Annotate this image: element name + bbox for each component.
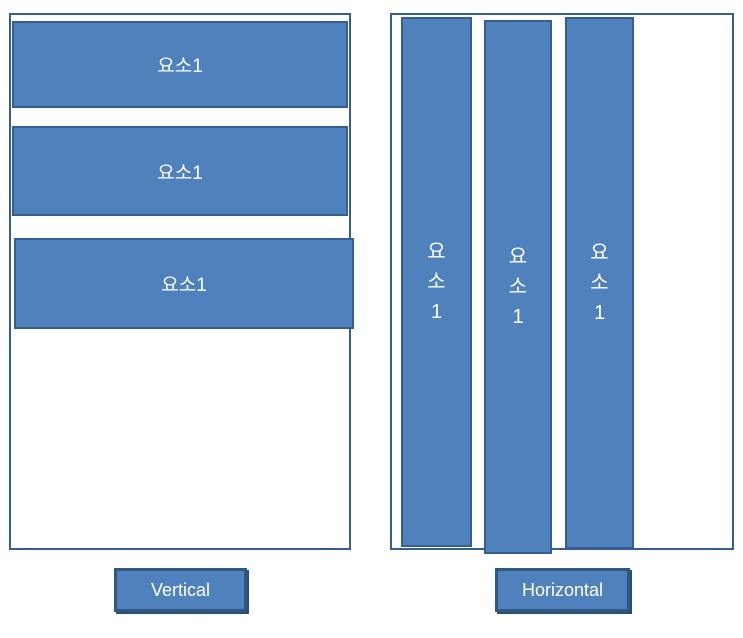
stack-item[interactable]: 요 소 1	[565, 17, 634, 549]
vertical-button[interactable]: Vertical	[114, 568, 247, 612]
stack-item-label-char: 소	[590, 272, 609, 294]
stack-item-label-char: 1	[430, 301, 443, 323]
stack-item[interactable]: 요 소 1	[484, 20, 552, 554]
stack-item-label-char: 요	[508, 246, 528, 268]
stack-item[interactable]: 요소1	[14, 238, 354, 329]
stack-item-label-char: 소	[508, 276, 528, 298]
stack-item-label-char: 요	[590, 242, 609, 264]
stack-item-label-char: 1	[593, 302, 606, 324]
stack-item-label-char: 소	[427, 271, 446, 293]
stack-item-label-char: 요	[427, 241, 446, 263]
stack-item-label-char: 1	[512, 306, 524, 328]
horizontal-button[interactable]: Horizontal	[495, 568, 630, 612]
stack-item-label: 요소1	[161, 275, 207, 296]
stack-item-label: 요소1	[157, 56, 203, 77]
horizontal-stack-panel: 요 소 1 요 소 1 요 소 1	[390, 13, 734, 554]
stack-item[interactable]: 요 소 1	[401, 17, 472, 547]
stack-item[interactable]: 요소1	[12, 126, 348, 216]
stack-item-label: 요소1	[157, 162, 203, 184]
vertical-stack-panel: 요소1 요소1 요소1	[9, 13, 354, 550]
stack-item[interactable]: 요소1	[12, 21, 348, 108]
